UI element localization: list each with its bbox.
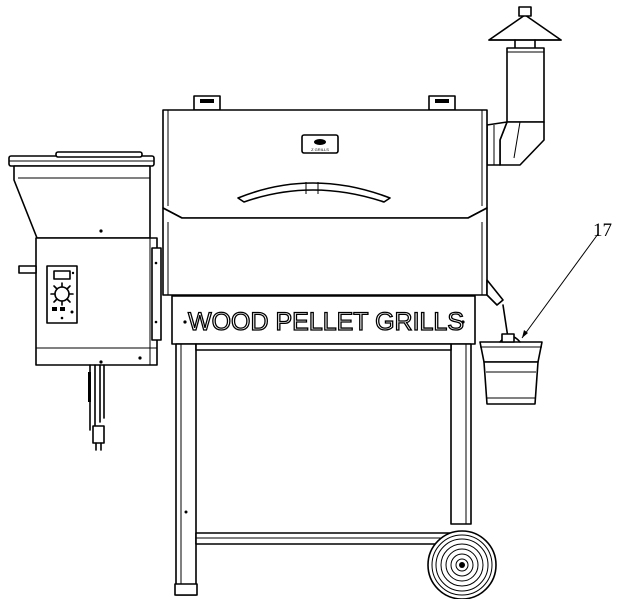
dial-icon xyxy=(50,282,74,306)
pellet-hopper xyxy=(8,151,162,451)
svg-text:Z GRILLS: Z GRILLS xyxy=(311,147,329,152)
power-cord xyxy=(88,364,105,451)
callout-17: 17 xyxy=(521,220,612,339)
chimney xyxy=(486,6,562,166)
brand-logo: Z GRILLS xyxy=(301,134,339,154)
cart-frame xyxy=(174,343,472,596)
callout-number: 17 xyxy=(593,220,612,241)
banner-text: WOOD PELLET GRILLS xyxy=(188,308,464,336)
grease-bucket xyxy=(479,304,543,405)
grill-body: Z GRILLS xyxy=(162,95,504,306)
front-banner: WOOD PELLET GRILLS xyxy=(171,295,476,345)
wheel xyxy=(427,530,497,599)
controller-panel xyxy=(46,265,78,324)
